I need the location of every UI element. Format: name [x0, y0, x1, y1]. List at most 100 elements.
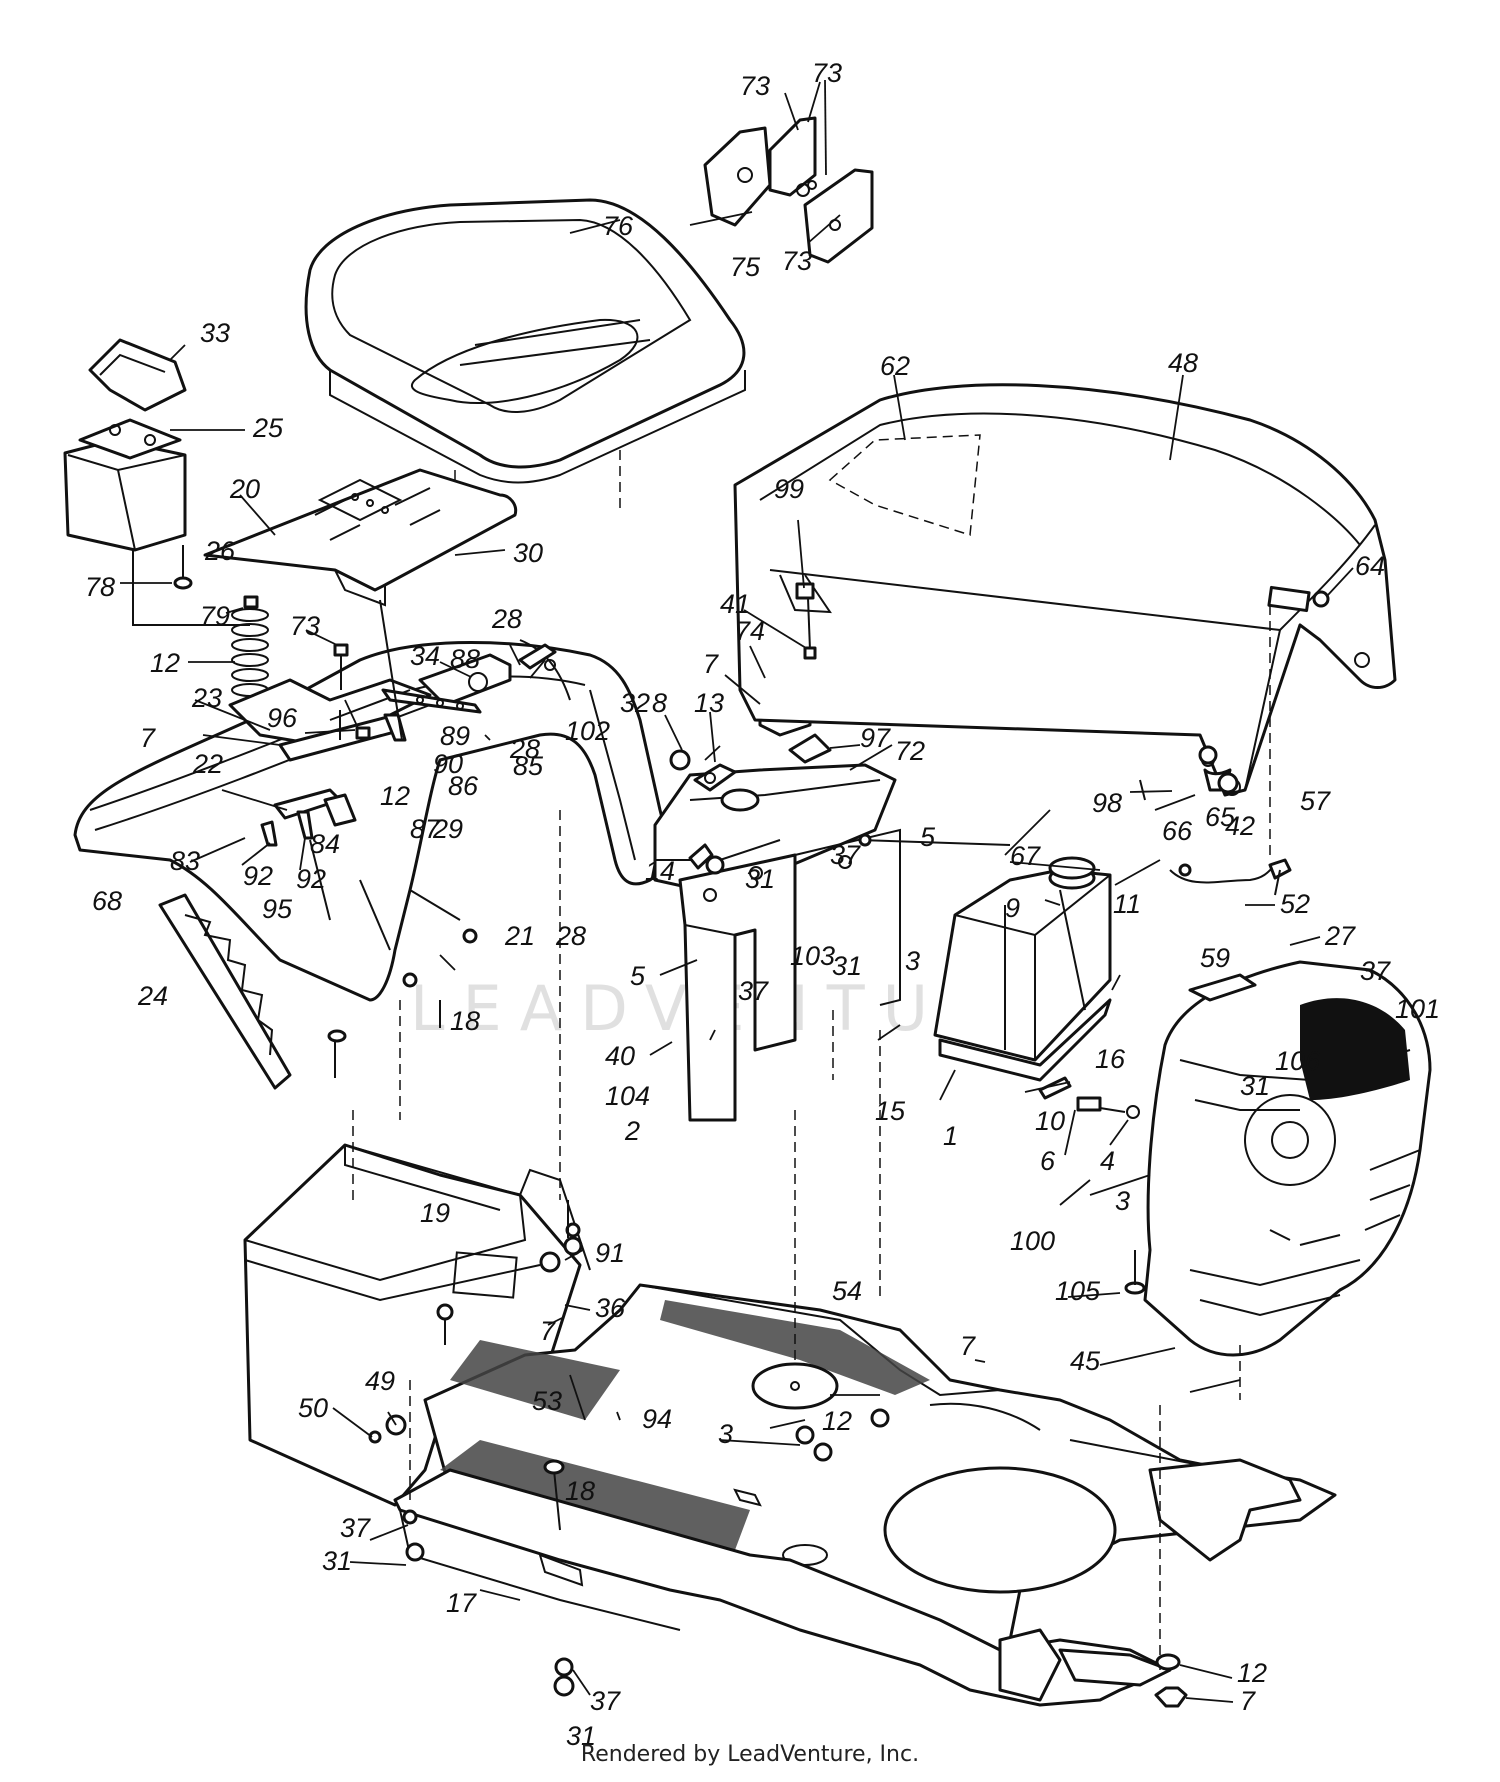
callout-label: 104 — [605, 1081, 650, 1111]
callout-label: 105 — [1055, 1276, 1101, 1306]
callout-label: 8 — [652, 688, 667, 718]
callout-label: 23 — [191, 683, 222, 713]
hardware — [327, 710, 1188, 1708]
callout-label: 53 — [532, 1386, 562, 1416]
callout-label: 99 — [774, 474, 804, 504]
hood-hinge-parts — [795, 582, 1330, 896]
callout-label: 100 — [1010, 1226, 1055, 1256]
callout-label: 13 — [694, 688, 724, 718]
frame — [243, 810, 1337, 1707]
callout-label: 66 — [1162, 816, 1193, 846]
footer-credit: Rendered by LeadVenture, Inc. — [580, 1742, 920, 1767]
callout-label: 102 — [565, 716, 610, 746]
callout-label: 95 — [262, 894, 293, 924]
callout-label: 37 — [738, 976, 769, 1006]
callout-label: 7 — [960, 1331, 976, 1361]
callout-label: 16 — [1095, 1044, 1126, 1074]
callout-label: 73 — [290, 611, 320, 641]
callout-label: 37 — [830, 840, 861, 870]
callout-label: 78 — [85, 572, 115, 602]
callout-label: 41 — [720, 589, 750, 619]
seat-pan — [203, 468, 518, 607]
callout-label: 28 — [491, 604, 522, 634]
callout-label: 31 — [322, 1546, 352, 1576]
callout-label: 90 — [433, 749, 463, 779]
callout-label: 18 — [565, 1476, 595, 1506]
callout-label: 3 — [1115, 1186, 1130, 1216]
callout-label: 22 — [192, 749, 223, 779]
callout-label: 20 — [229, 474, 260, 504]
callout-label: 37 — [590, 1686, 621, 1716]
callout-label: 73 — [740, 71, 770, 101]
leader-lines — [120, 79, 1354, 1041]
callout-label: 7 — [140, 723, 156, 753]
callout-label: 97 — [860, 723, 891, 753]
steering-tower — [653, 763, 901, 1122]
callout-label: 12 — [380, 781, 410, 811]
callout-label: 9 — [1005, 893, 1020, 923]
callout-label: 45 — [1070, 1346, 1101, 1376]
callout-label: 10 — [1035, 1106, 1065, 1136]
battery — [63, 338, 187, 552]
callout-label: 32 — [620, 688, 650, 718]
callout-label: 3 — [905, 946, 920, 976]
callout-label: 14 — [645, 856, 675, 886]
hood — [733, 383, 1397, 801]
callout-label: 34 — [410, 641, 440, 671]
callout-label: 31 — [832, 951, 862, 981]
callout-label: 85 — [513, 751, 544, 781]
callout-label: 65 — [1205, 802, 1236, 832]
callout-label: 83 — [170, 846, 200, 876]
callout-label: 24 — [137, 981, 168, 1011]
fuel-tank — [933, 856, 1140, 1119]
callout-label: 57 — [1300, 786, 1331, 816]
seat-hinge-bracket — [689, 116, 874, 264]
callout-label: 89 — [440, 721, 470, 751]
callout-label: 74 — [735, 616, 765, 646]
callout-label: 73 — [782, 246, 812, 276]
callout-label: 42 — [1225, 811, 1255, 841]
callout-label: 52 — [1280, 889, 1310, 919]
grille — [1143, 960, 1432, 1357]
callout-label: 106 — [1275, 1046, 1321, 1076]
fender-strip — [158, 893, 292, 1090]
callout-label: 30 — [513, 538, 543, 568]
callout-label: 25 — [252, 413, 284, 443]
callout-label: 72 — [895, 736, 925, 766]
callout-label: 76 — [603, 211, 634, 241]
callout-label: 88 — [450, 644, 480, 674]
callout-label: 2 — [624, 1116, 640, 1146]
callout-label: 11 — [1113, 889, 1141, 919]
callout-label: 86 — [448, 771, 479, 801]
callout-label: 49 — [365, 1366, 395, 1396]
callout-label: 6 — [1040, 1146, 1056, 1176]
callout-label: 4 — [1100, 1146, 1115, 1176]
callout-label: 5 — [920, 822, 936, 852]
callout-label: 79 — [200, 601, 230, 631]
callout-label: 31 — [745, 864, 775, 894]
callout-label: 94 — [642, 1404, 672, 1434]
callout-label: 73 — [812, 58, 842, 88]
callout-label: 21 — [504, 921, 535, 951]
callout-label: 50 — [298, 1393, 328, 1423]
callout-label: 5 — [630, 961, 646, 991]
callout-label: 84 — [310, 829, 340, 859]
callout-label: 67 — [1010, 841, 1041, 871]
callout-label: 92 — [243, 861, 273, 891]
callout-label: 28 — [555, 921, 586, 951]
callout-label: 12 — [150, 648, 180, 678]
callout-label: 27 — [1324, 921, 1356, 951]
callout-label: 48 — [1168, 348, 1198, 378]
callout-label: 59 — [1200, 943, 1230, 973]
callout-label: 101 — [1395, 994, 1440, 1024]
callout-label: 40 — [605, 1041, 635, 1071]
callout-label: 7 — [540, 1316, 556, 1346]
callout-label: 103 — [790, 941, 835, 971]
callout-label: 7 — [703, 649, 719, 679]
callout-label: 98 — [1092, 788, 1122, 818]
callout-label: 75 — [730, 252, 761, 282]
callout-label: 33 — [200, 318, 230, 348]
callout-label: 62 — [880, 351, 910, 381]
callout-label: 18 — [450, 1006, 480, 1036]
